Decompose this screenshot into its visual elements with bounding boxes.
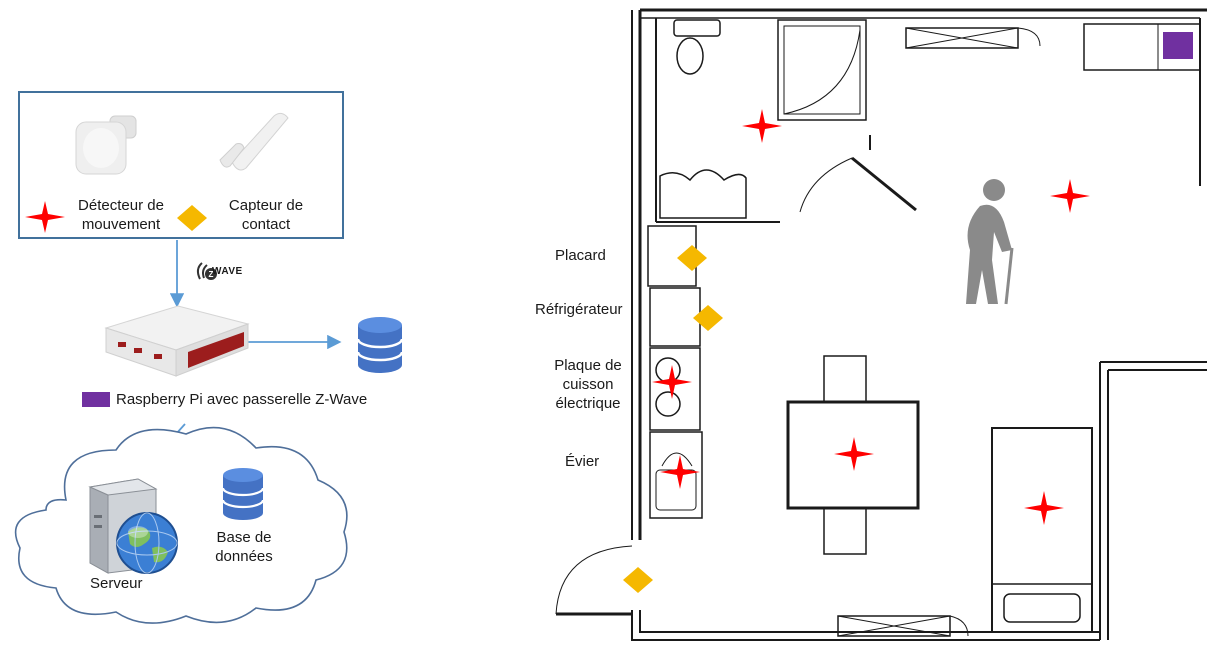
- motion-sensor-label-line1: Détecteur de: [78, 197, 164, 214]
- person-silhouette: [966, 179, 1014, 305]
- placard-label: Placard: [555, 247, 606, 264]
- fridge-label: Réfrigérateur: [535, 301, 623, 318]
- local-database-icon: [356, 317, 404, 373]
- server-label: Serveur: [90, 575, 143, 592]
- stove-label-line2: cuisson: [562, 376, 614, 393]
- cloud-database-icon: [221, 468, 265, 520]
- motion-sensor-label-line2: mouvement: [81, 216, 161, 233]
- zwave-logo-icon: Z: [196, 262, 217, 280]
- architecture-diagram: Détecteur de mouvement Capteur de contac…: [0, 0, 520, 646]
- cloud-shape: [14, 426, 348, 624]
- motion-sensor-marker-living: [1050, 179, 1090, 213]
- motion-sensor-marker-bathroom: [742, 109, 782, 143]
- motion-sensor-marker-bed: [1024, 491, 1064, 525]
- motion-sensor-device-image: [75, 115, 137, 175]
- zwave-logo-text: WAVE: [212, 266, 243, 277]
- stove-label-line1: Plaque de: [554, 357, 622, 374]
- stove-label-line3: électrique: [555, 395, 621, 412]
- motion-sensor-legend-icon: [25, 201, 65, 233]
- svg-text:Z: Z: [209, 270, 214, 279]
- contact-sensor-label-line1: Capteur de: [228, 197, 304, 214]
- floor-plan: [555, 8, 1207, 641]
- globe-icon: [116, 512, 178, 574]
- gateway-marker: [1163, 32, 1193, 59]
- contact-sensor-label-line2: contact: [241, 216, 291, 233]
- motion-sensor-marker-table: [834, 437, 874, 471]
- contact-sensor-marker-placard: [677, 245, 707, 271]
- contact-sensor-legend-icon: [177, 205, 207, 231]
- db-label-line2: données: [215, 548, 273, 565]
- db-label-line1: Base de: [216, 529, 272, 546]
- contact-sensor-marker-entrance: [623, 567, 653, 593]
- motion-sensor-marker-stove: [652, 365, 692, 399]
- gateway-legend-swatch: [82, 392, 110, 407]
- motion-sensor-marker-sink: [660, 455, 700, 489]
- raspberry-pi-gateway-image: [104, 305, 250, 377]
- sink-label: Évier: [565, 453, 600, 470]
- sensor-legend-box: [18, 91, 344, 239]
- gateway-label: Raspberry Pi avec passerelle Z-Wave: [116, 391, 368, 408]
- contact-sensor-marker-fridge: [693, 305, 723, 331]
- contact-sensor-device-image: [219, 112, 289, 171]
